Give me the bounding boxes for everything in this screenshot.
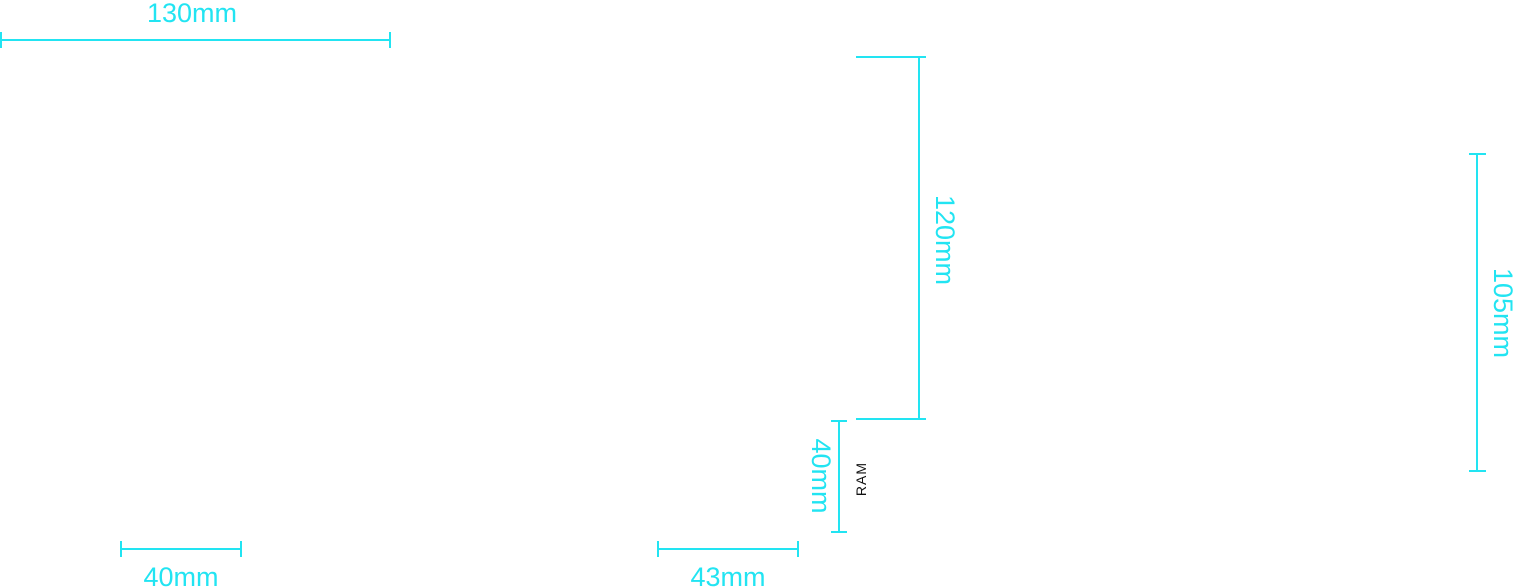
ram-label: RAM	[853, 462, 869, 496]
dimension-label-120mm: 120mm	[930, 195, 960, 285]
dimension-label-43mm: 43mm	[690, 562, 765, 587]
dimension-120mm: 120mm	[856, 56, 960, 420]
dimension-40mm-vertical: 40mm	[806, 420, 847, 533]
dimension-label-130mm: 130mm	[147, 0, 237, 28]
dimension-130mm: 130mm	[0, 0, 391, 48]
dimension-label-105mm: 105mm	[1488, 268, 1517, 358]
dimension-40mm-horizontal: 40mm	[120, 541, 242, 587]
dimension-label-40mm-vertical: 40mm	[806, 438, 836, 513]
dimension-label-40mm-horizontal: 40mm	[143, 562, 218, 587]
dimension-105mm: 105mm	[1469, 153, 1517, 472]
dimension-43mm: 43mm	[657, 541, 799, 587]
